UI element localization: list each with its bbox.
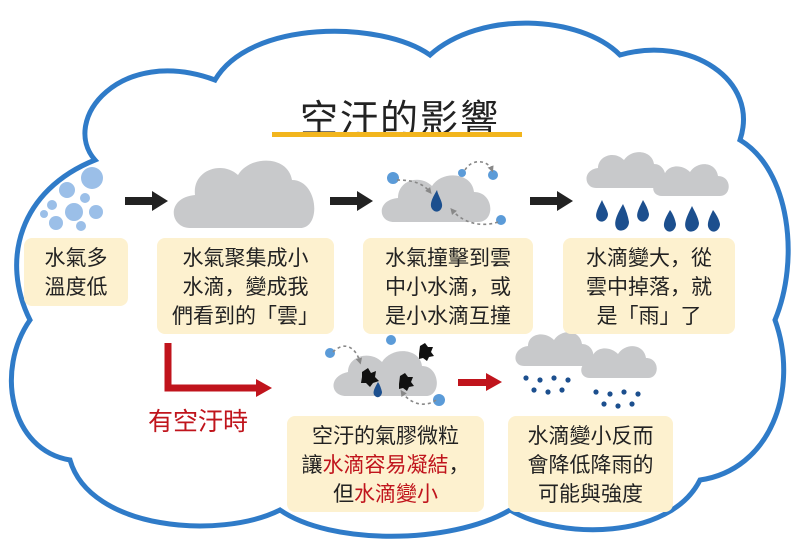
- vapor-dots-icon: [40, 167, 103, 231]
- step-3-line-3: 是小水滴互撞: [385, 304, 511, 328]
- arrow-right-icon-2: [330, 191, 373, 211]
- l-arrow-icon: [164, 343, 272, 397]
- step-3-line-2: 中小水滴，或: [385, 275, 511, 299]
- step-2-line-1: 水氣聚集成小: [182, 246, 309, 270]
- haze-box-2: 水滴變小反而 會降低降雨的 可能與強度: [508, 416, 673, 512]
- step-3-line-1: 水氣撞擊到雲: [385, 246, 511, 270]
- step-4-line-3: 是「雨」了: [596, 304, 702, 328]
- step-1-line-2: 溫度低: [44, 275, 108, 299]
- arrow-right-icon-red: [458, 373, 502, 391]
- haze-1-line-3-pre: 但: [333, 482, 354, 506]
- cloud-icon: [173, 160, 315, 228]
- haze-box-1: 空汙的氣膠微粒 讓水滴容易凝結， 但水滴變小: [287, 416, 484, 512]
- haze-1-line-3-red: 水滴變小: [354, 482, 438, 506]
- step-4-line-2: 雲中掉落，就: [586, 275, 712, 299]
- step-4-line-1: 水滴變大，從: [586, 246, 712, 270]
- haze-1-line-2-pre: 讓: [301, 453, 323, 477]
- step-box-3: 水氣撞擊到雲 中小水滴，或 是小水滴互撞: [363, 238, 533, 334]
- light-rain-cloud-icon: [515, 332, 657, 409]
- haze-1-line-2-red: 水滴容易凝結: [322, 453, 449, 477]
- title-underline: [272, 132, 522, 137]
- haze-2-line-1: 水滴變小反而: [527, 424, 654, 448]
- haze-label: 有空汙時: [148, 407, 249, 436]
- step-1-line-1: 水氣多: [44, 246, 108, 270]
- haze-1-line-2: 讓水滴容易凝結，: [287, 451, 484, 480]
- haze-2-line-3: 可能與強度: [538, 482, 643, 506]
- collision-cloud-icon: [381, 160, 506, 226]
- haze-1-line-2-post: ，: [448, 453, 470, 477]
- step-box-4: 水滴變大，從 雲中掉落，就 是「雨」了: [563, 238, 735, 334]
- haze-1-line-3: 但水滴變小: [287, 480, 484, 509]
- haze-1-line-1: 空汙的氣膠微粒: [312, 424, 459, 448]
- arrow-right-icon: [125, 191, 168, 211]
- step-box-2: 水氣聚集成小 水滴，變成我 們看到的「雲」: [157, 238, 334, 334]
- haze-2-line-2: 會降低降雨的: [527, 453, 654, 477]
- step-2-line-2: 水滴，變成我: [182, 275, 309, 299]
- rain-cloud-icon: [586, 152, 729, 232]
- arrow-right-icon-3: [530, 191, 573, 211]
- step-2-line-3: 們看到的「雲」: [172, 304, 319, 328]
- step-box-1: 水氣多 溫度低: [24, 238, 128, 306]
- aerosol-cloud-icon: [325, 335, 445, 406]
